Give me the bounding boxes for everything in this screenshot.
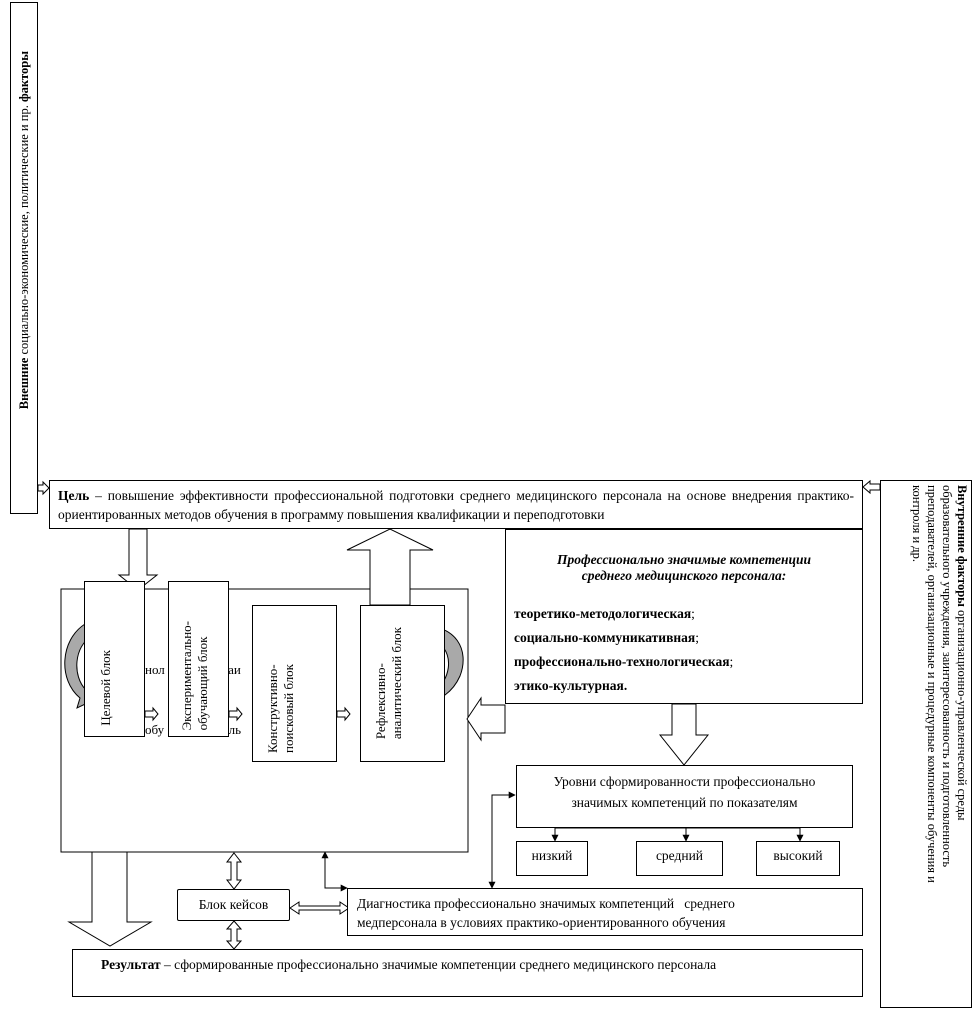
frame-diagnostics-connector — [321, 851, 348, 892]
competency-sep: ; — [729, 654, 734, 669]
competencies-title-line1: Профессионально значимые компетенции — [556, 552, 812, 567]
goal-to-blocks-arrow — [117, 528, 159, 591]
target-block: Целевой блок — [84, 581, 145, 737]
levels-title-line2: значимых компетенций по показателям — [571, 795, 798, 810]
levels-title-line1: Уровни сформированности профессионально — [553, 774, 816, 789]
reflexive-block: Рефлексивно- аналитический блок — [360, 605, 445, 762]
competencies-title-line2: среднего медицинского персонала: — [581, 568, 787, 583]
reflexive-block-line1: Рефлексивно- — [373, 663, 388, 739]
level-high-label: высокий — [773, 848, 823, 863]
diagnostics-line1: Диагностика профессионально значимых ком… — [357, 896, 735, 911]
experimental-block-line2: обучающий блок — [195, 636, 210, 730]
block-arrow-2 — [228, 706, 243, 722]
result-bold: Результат — [101, 957, 161, 972]
external-to-goal-arrow — [37, 480, 50, 496]
level-high-box: высокий — [756, 841, 840, 876]
diagnostics-box: Диагностика профессионально значимых ком… — [347, 888, 863, 936]
competency-item: теоретико-методологическая; — [514, 602, 862, 626]
internal-to-goal-arrow — [862, 479, 881, 495]
level-low-label: низкий — [531, 848, 573, 863]
cases-diagnostics-double-arrow — [289, 901, 350, 915]
cases-block: Блок кейсов — [177, 889, 290, 921]
reflexive-block-label: Рефлексивно- аналитический блок — [373, 627, 405, 739]
external-factors-bold: Внешние — [17, 357, 31, 410]
internal-factors-line3: преподавателей, организационные и процед… — [925, 485, 939, 883]
constructive-block-label: Конструктивно- поисковый блок — [265, 664, 297, 753]
internal-factors-box: Внутренние факторы организационно-управл… — [880, 480, 972, 1008]
level-mid-box: средний — [636, 841, 723, 876]
internal-factors-line1: организационно-управленческой среды — [955, 606, 969, 821]
constructive-block-line2: поисковый блок — [281, 663, 296, 753]
cases-result-double-arrow — [225, 920, 243, 950]
internal-factors-text: Внутренние факторы организационно-управл… — [909, 485, 969, 1000]
competency-name: этико-культурная. — [514, 678, 628, 693]
frame-cases-double-arrow — [225, 852, 243, 890]
external-factors-box: Внешние социально-экономические, политич… — [10, 2, 38, 514]
cases-label: Блок кейсов — [198, 897, 269, 912]
internal-factors-bold: Внутренние факторы — [955, 485, 969, 607]
competencies-title: Профессионально значимые компетенции сре… — [506, 552, 862, 584]
result-text: – сформированные профессионально значимы… — [160, 957, 717, 972]
block-arrow-3 — [336, 706, 351, 722]
experimental-block-label: Экспериментально- обучающий блок — [179, 621, 211, 730]
experimental-block: Экспериментально- обучающий блок — [168, 581, 229, 737]
goal-box: Цель – повышение эффективности профессио… — [49, 480, 863, 529]
competencies-to-frame-arrow — [466, 696, 506, 742]
internal-factors-line4: контроля и др. — [910, 485, 924, 562]
diagnostics-levels-connector — [488, 791, 516, 889]
external-factors-text: Внешние социально-экономические, политич… — [13, 51, 35, 409]
levels-box: Уровни сформированности профессионально … — [516, 765, 853, 828]
external-factors-body: социально-экономические, политические и … — [17, 102, 31, 358]
competency-sep: ; — [695, 630, 699, 645]
goal-bold: Цель — [58, 488, 90, 503]
internal-factors-line2: образовательного учреждения, заинтересов… — [940, 485, 954, 868]
competency-item: профессионально-технологическая; — [514, 650, 862, 674]
constructive-block: Конструктивно- поисковый блок — [252, 605, 337, 762]
reflexive-block-line2: аналитический блок — [389, 626, 404, 739]
blocks-to-goal-arrow — [346, 528, 434, 606]
target-block-label: Целевой блок — [98, 650, 113, 726]
competency-name: профессионально-технологическая — [514, 654, 730, 669]
external-factors-bold2: факторы — [17, 51, 31, 103]
diagnostics-line2: медперсонала в условиях практико-ориенти… — [357, 915, 726, 930]
competency-item: социально-коммуникативная; — [514, 626, 862, 650]
experimental-block-line1: Экспериментально- — [179, 620, 194, 730]
result-box: Результат – сформированные профессиональ… — [72, 949, 863, 997]
level-mid-label: средний — [655, 848, 704, 863]
block-arrow-1 — [144, 706, 159, 722]
constructive-block-line1: Конструктивно- — [265, 664, 280, 753]
competencies-box: Профессионально значимые компетенции сре… — [505, 529, 863, 704]
competencies-to-levels-arrow — [658, 703, 710, 766]
competency-sep: ; — [691, 606, 695, 621]
level-low-box: низкий — [516, 841, 588, 876]
goal-text: – повышение эффективности профессиональн… — [58, 488, 854, 522]
competencies-list: теоретико-методологическая; социально-ко… — [514, 602, 862, 698]
competency-item: этико-культурная. — [514, 674, 862, 698]
competency-name: теоретико-методологическая — [514, 606, 692, 621]
competency-name: социально-коммуникативная — [514, 630, 696, 645]
frame-to-result-arrow — [67, 851, 153, 947]
